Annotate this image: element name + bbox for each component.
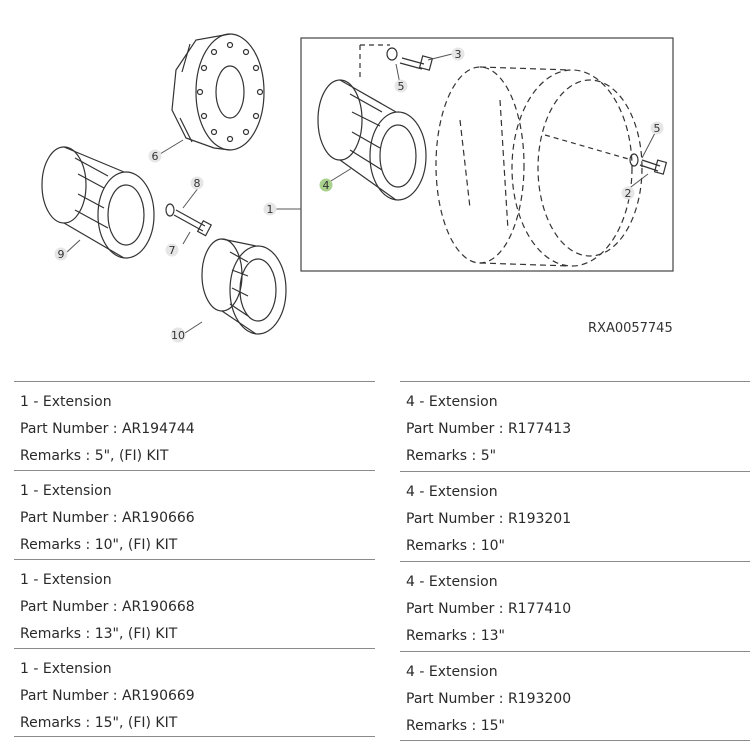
assembly-frame [300, 37, 674, 272]
callout-3: 3 [455, 48, 462, 61]
callout-1: 1 [267, 203, 274, 216]
part-6-drawing [171, 33, 265, 151]
entry-part-number: Part Number : AR190669 [20, 688, 195, 704]
parts-entry[interactable]: 1 - Extension Part Number : AR190668 Rem… [14, 559, 375, 648]
entry-title: 1 - Extension [20, 661, 112, 677]
wheel-rim-drawing [435, 66, 643, 267]
bolt-7-drawing [165, 203, 213, 237]
entry-title: 4 - Extension [406, 664, 498, 680]
callout-5-right: 5 [654, 122, 661, 135]
parts-entry[interactable]: 4 - Extension Part Number : R193200 Rema… [400, 651, 750, 741]
entry-title: 4 - Extension [406, 574, 498, 590]
callout-2: 2 [625, 187, 632, 200]
entry-remarks: Remarks : 15", (FI) KIT [20, 715, 178, 731]
callout-10: 10 [171, 329, 185, 342]
entry-remarks: Remarks : 15" [406, 718, 505, 734]
callout-8: 8 [194, 177, 201, 190]
part-4-drawing [317, 79, 427, 201]
entry-part-number: Part Number : AR194744 [20, 421, 195, 437]
bolt-3-drawing [359, 44, 434, 80]
parts-entry[interactable]: 1 - Extension Part Number : AR194744 Rem… [14, 381, 375, 470]
entry-title: 1 - Extension [20, 572, 112, 588]
part-9-drawing [41, 146, 155, 259]
entry-part-number: Part Number : AR190666 [20, 510, 195, 526]
parts-list-right: 4 - Extension Part Number : R177413 Rema… [400, 381, 750, 741]
entry-part-number: Part Number : R177410 [406, 601, 572, 617]
callout-7: 7 [169, 244, 176, 257]
parts-entry[interactable]: 1 - Extension Part Number : AR190669 Rem… [14, 648, 375, 737]
entry-part-number: Part Number : AR190668 [20, 599, 195, 615]
entry-remarks: Remarks : 13", (FI) KIT [20, 626, 178, 642]
bolt-2-drawing [544, 134, 668, 175]
entry-part-number: Part Number : R193200 [406, 691, 572, 707]
callout-9: 9 [58, 248, 65, 261]
parts-entry[interactable]: 1 - Extension Part Number : AR190666 Rem… [14, 470, 375, 559]
entry-remarks: Remarks : 5" [406, 448, 497, 464]
entry-remarks: Remarks : 10", (FI) KIT [20, 537, 178, 553]
entry-remarks: Remarks : 13" [406, 628, 505, 644]
callout-5-upper: 5 [398, 80, 405, 93]
parts-diagram: 1 2 3 4 5 5 6 7 8 9 10 RXA0057745 [41, 33, 674, 343]
entry-part-number: Part Number : R177413 [406, 421, 572, 437]
entry-title: 4 - Extension [406, 484, 498, 500]
entry-title: 1 - Extension [20, 394, 112, 410]
parts-list-left: 1 - Extension Part Number : AR194744 Rem… [14, 381, 375, 737]
callouts: 1 2 3 4 5 5 6 7 8 9 10 [54, 47, 664, 343]
figure-code: RXA0057745 [588, 321, 673, 336]
entry-title: 1 - Extension [20, 483, 112, 499]
part-10-drawing [201, 238, 287, 335]
entry-remarks: Remarks : 10" [406, 538, 505, 554]
entry-part-number: Part Number : R193201 [406, 511, 572, 527]
entry-remarks: Remarks : 5", (FI) KIT [20, 448, 169, 464]
parts-entry[interactable]: 4 - Extension Part Number : R177410 Rema… [400, 561, 750, 651]
callout-6: 6 [152, 150, 159, 163]
parts-entry[interactable]: 4 - Extension Part Number : R193201 Rema… [400, 471, 750, 561]
entry-title: 4 - Extension [406, 394, 498, 410]
parts-entry[interactable]: 4 - Extension Part Number : R177413 Rema… [400, 381, 750, 471]
callout-4: 4 [323, 179, 330, 192]
